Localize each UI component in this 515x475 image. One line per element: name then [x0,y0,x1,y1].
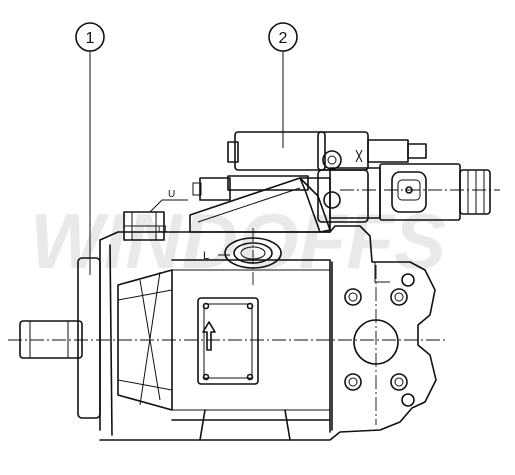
mounting-flange [77,239,101,431]
pilot-valve [227,131,427,171]
inspection-plate [197,297,259,385]
callout-1: 1 [75,22,105,275]
case-drain-fitting [123,199,188,241]
flow-direction-arrow-icon [202,321,216,351]
drive-shaft [19,320,83,359]
callout-2-label: 2 [279,30,288,47]
callout-1-label: 1 [86,30,95,47]
port-u-label: U [168,189,175,200]
port-l1-label: L1 [158,224,168,234]
pump-housing [99,225,437,441]
port-l-label: L [203,250,209,262]
callout-2: 2 [268,22,298,148]
